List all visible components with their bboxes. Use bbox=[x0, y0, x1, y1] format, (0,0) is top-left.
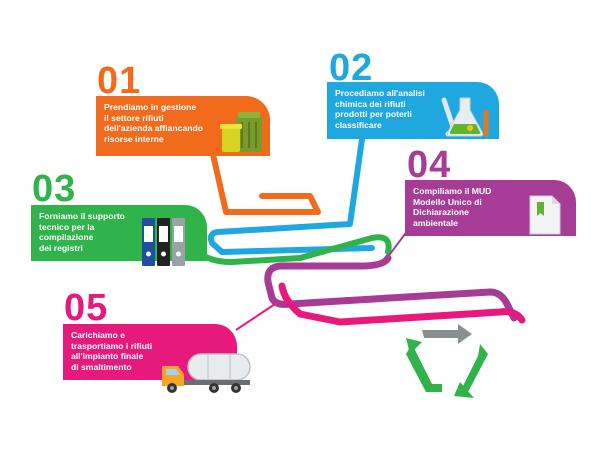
binders-icon bbox=[142, 218, 185, 266]
lab-flasks-icon bbox=[441, 97, 489, 137]
step-04-text: Compiliamo il MUD Modello Unico di Dichi… bbox=[413, 186, 492, 228]
step-02-number: 02 bbox=[329, 47, 374, 89]
step-01-text: Prendiamo in gestione il settore rifiuti… bbox=[104, 102, 203, 144]
magenta-thin-link bbox=[235, 301, 279, 331]
purple-connector bbox=[264, 254, 518, 322]
tanker-truck-icon bbox=[162, 353, 251, 393]
orange-connector bbox=[209, 147, 321, 215]
step-03-text: Forniamo il supporto tecnico per la comp… bbox=[39, 211, 125, 253]
step-05-text: Carichiamo e trasportiamo i rifiuti all'… bbox=[71, 330, 153, 372]
step-02-text: Procediamo all'analisi chimica dei rifiu… bbox=[335, 88, 425, 130]
step-04-number: 04 bbox=[407, 144, 452, 186]
trash-bins-icon bbox=[220, 112, 262, 152]
magenta-connector bbox=[278, 282, 526, 326]
recycle-arrows-icon bbox=[406, 324, 488, 398]
step-01-number: 01 bbox=[97, 60, 142, 102]
step-05-number: 05 bbox=[64, 287, 109, 329]
document-icon bbox=[529, 195, 561, 235]
step-03-number: 03 bbox=[32, 168, 77, 210]
blue-connector bbox=[207, 115, 375, 255]
